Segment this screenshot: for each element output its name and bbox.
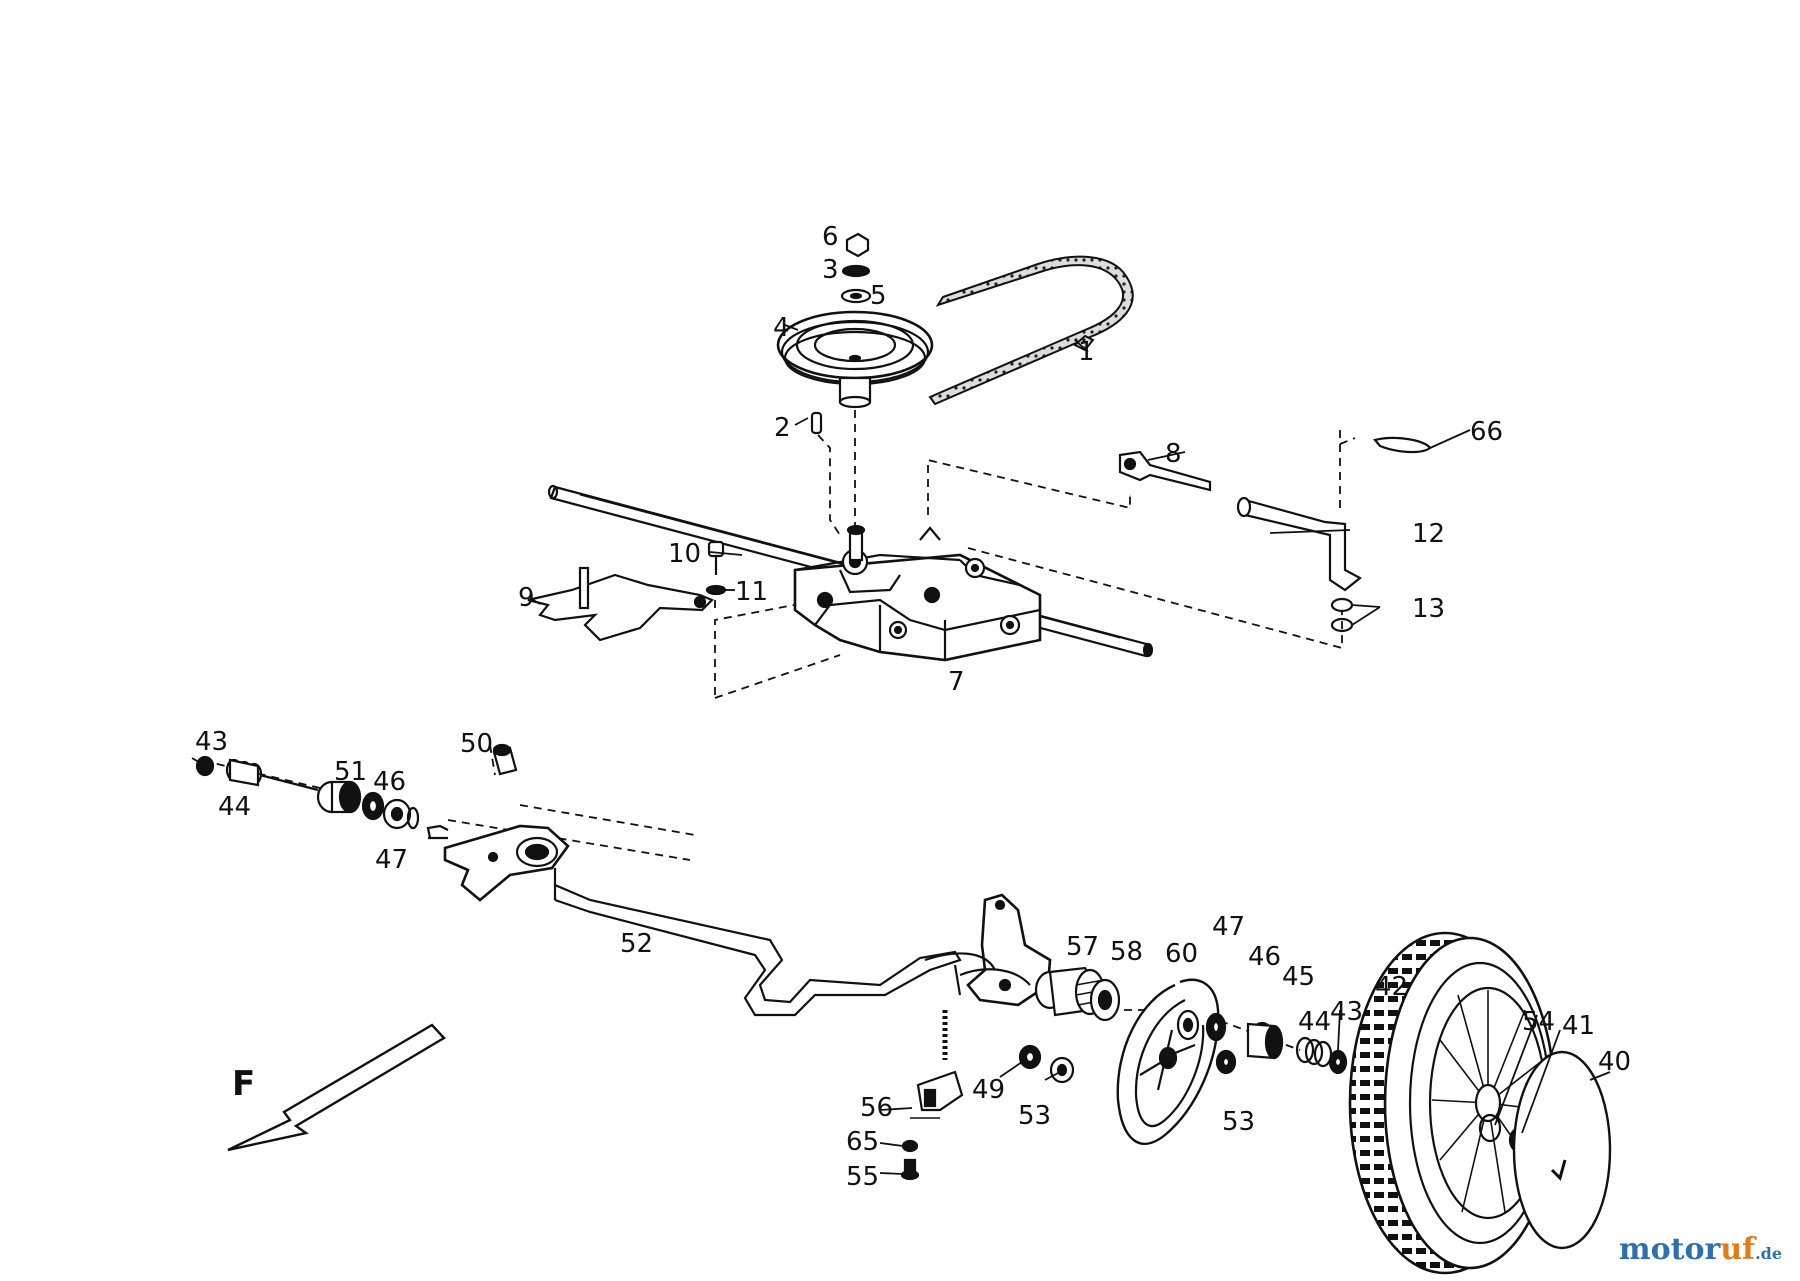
left-bearing-parts	[195, 755, 420, 830]
height-adjust-arm	[426, 824, 962, 1017]
callout: 41	[1562, 1011, 1595, 1041]
gearbox	[793, 524, 1042, 662]
callout: 8	[1165, 439, 1182, 469]
callout: 60	[1165, 939, 1198, 969]
callout: 6	[822, 222, 839, 252]
wheel-cover-disk	[1116, 978, 1220, 1146]
callout: 9	[518, 583, 535, 613]
callout: 45	[1282, 962, 1315, 992]
callout: 43	[1330, 997, 1363, 1027]
callout: 51	[334, 757, 367, 787]
pulley-assembly	[776, 232, 934, 409]
callout: 46	[1248, 942, 1281, 972]
hub-parts	[1176, 1009, 1348, 1075]
callout: 58	[1110, 937, 1143, 967]
callout: 44	[218, 792, 251, 822]
drive-gear	[1034, 966, 1121, 1022]
callout: 46	[373, 767, 406, 797]
callout: 40	[1598, 1047, 1631, 1077]
callout: 66	[1470, 417, 1503, 447]
callout: 5	[870, 281, 887, 311]
callout: 10	[668, 539, 701, 569]
hair-pin-clip	[1373, 436, 1432, 454]
callout: 52	[620, 929, 653, 959]
callout: 2	[774, 413, 791, 443]
callout: 65	[846, 1127, 879, 1157]
washer	[1330, 597, 1354, 613]
mounting-bracket	[527, 573, 714, 642]
callout: 49	[972, 1075, 1005, 1105]
wheel-bracket	[924, 893, 1052, 1007]
nut	[845, 232, 870, 258]
callout: 44	[1298, 1007, 1331, 1037]
callout: 4	[773, 313, 790, 343]
callout-labels: 1 2 3 4 5 6 7 8 9 10 11 12 13 66 43 44 5…	[195, 222, 1631, 1192]
callout: 7	[948, 667, 965, 697]
v-belt	[928, 255, 1134, 406]
callout: 50	[460, 729, 493, 759]
callout: 11	[735, 577, 768, 607]
direction-arrow	[227, 1023, 446, 1152]
direction-label: F	[232, 1064, 255, 1104]
spring-assembly	[900, 1010, 964, 1181]
callout: 12	[1412, 519, 1445, 549]
callout: 57	[1066, 932, 1099, 962]
washer-flat	[840, 288, 872, 304]
washer	[841, 264, 871, 278]
callout: 56	[860, 1093, 893, 1123]
callout: 54	[1522, 1007, 1555, 1037]
shift-rod	[1243, 498, 1362, 592]
callout: 55	[846, 1162, 879, 1192]
lever	[1118, 450, 1212, 492]
callout: 53	[1018, 1101, 1051, 1131]
key	[810, 411, 823, 435]
callout: 43	[195, 727, 228, 757]
callout: 13	[1412, 594, 1445, 624]
callout: 1	[1078, 337, 1095, 367]
wheel	[1348, 931, 1557, 1275]
callout: 42	[1375, 972, 1408, 1002]
washer	[1478, 1113, 1502, 1143]
watermark-logo: motoruf.de	[1618, 1232, 1782, 1267]
callout: 47	[375, 845, 408, 875]
hub-cap	[1512, 1050, 1612, 1250]
washer	[1049, 1056, 1075, 1084]
callout: 53	[1222, 1107, 1255, 1137]
callout: 3	[822, 255, 839, 285]
callout: 47	[1212, 912, 1245, 942]
